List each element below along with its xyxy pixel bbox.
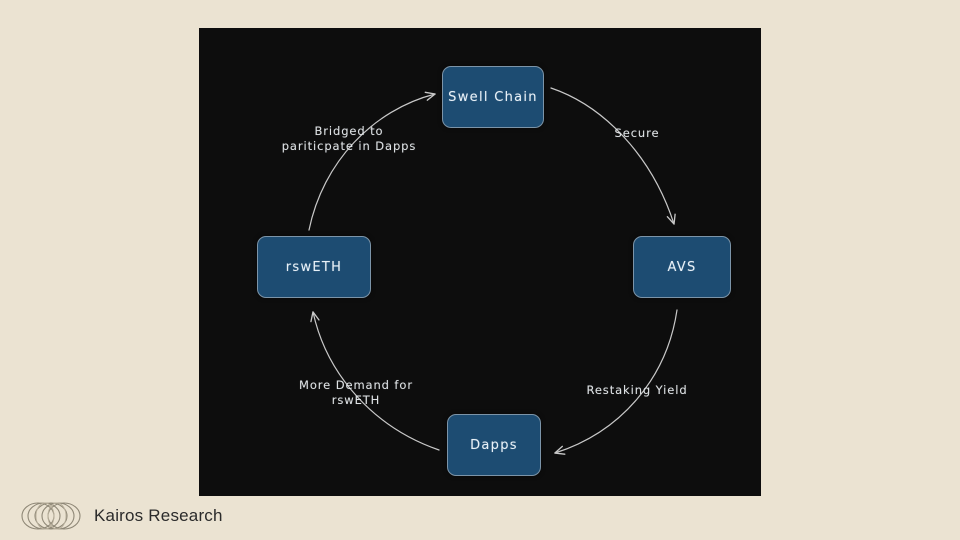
brand-name: Kairos Research — [94, 506, 223, 525]
node-rsweth[interactable]: rswETH — [257, 236, 371, 298]
node-swell-chain-label: Swell Chain — [448, 89, 538, 105]
diagram-panel: Swell Chain AVS Dapps rswETH Secure Rest… — [199, 28, 761, 496]
edge-avs-to-dapps — [554, 309, 678, 455]
edge-rsweth-to-swellchain — [308, 91, 436, 231]
edge-label-bridged-to-participate: Bridged to pariticpate in Dapps — [281, 124, 417, 153]
node-dapps[interactable]: Dapps — [447, 414, 541, 476]
node-avs[interactable]: AVS — [633, 236, 731, 298]
edge-dapps-to-rsweth — [310, 311, 440, 451]
node-avs-label: AVS — [667, 259, 697, 275]
edge-label-secure: Secure — [614, 126, 660, 140]
node-rsweth-label: rswETH — [285, 259, 343, 275]
edge-label-restaking-yield: Restaking Yield — [586, 383, 688, 397]
overlapping-ellipses-logo-icon — [21, 502, 81, 530]
edge-swellchain-to-avs — [550, 87, 676, 225]
diagram-edges — [308, 87, 678, 455]
node-swell-chain[interactable]: Swell Chain — [442, 66, 544, 128]
node-dapps-label: Dapps — [470, 437, 518, 453]
footer-branding: Kairos Research — [20, 500, 223, 532]
edge-label-more-demand: More Demand for rswETH — [299, 378, 413, 407]
